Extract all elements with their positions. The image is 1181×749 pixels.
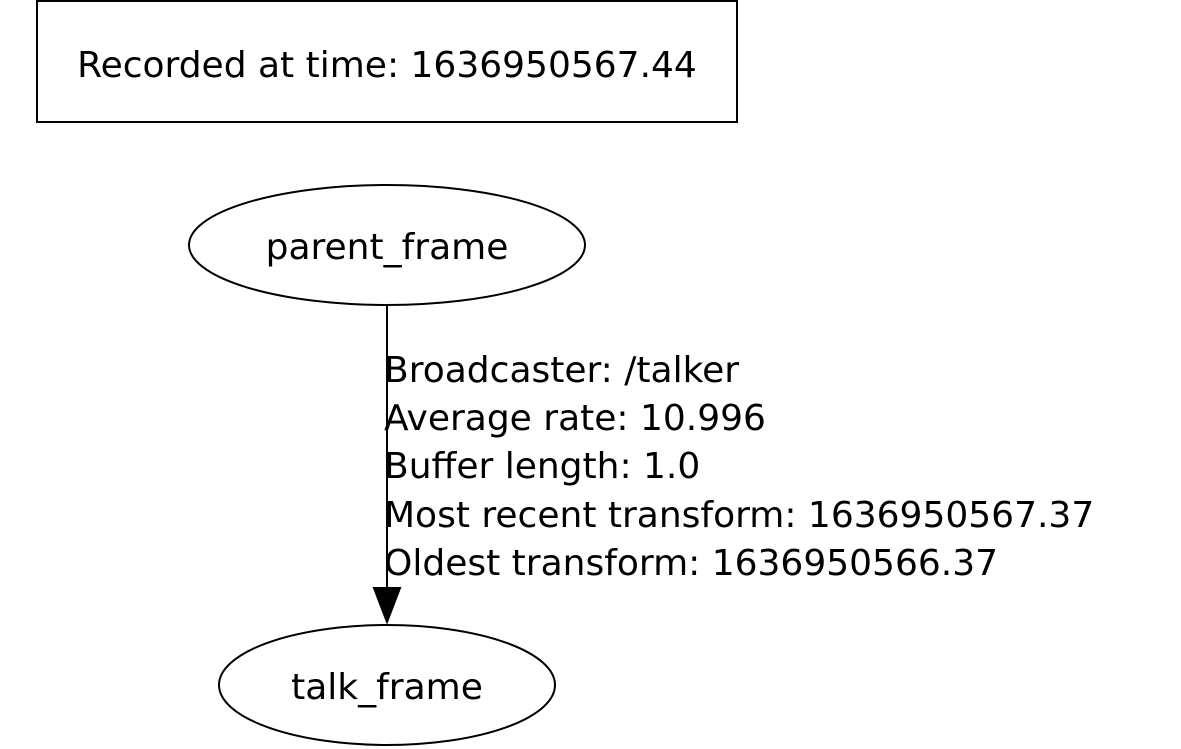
recorded-time-label: Recorded at time: 1636950567.44 (77, 45, 697, 86)
edge-label-broadcaster: Broadcaster: /talker (384, 350, 739, 391)
edge-label-average-rate: Average rate: 10.996 (384, 398, 766, 439)
edge-label-oldest-transform: Oldest transform: 1636950566.37 (384, 543, 998, 584)
edge-label-most-recent-transform: Most recent transform: 1636950567.37 (384, 495, 1094, 536)
node-talk-frame: talk_frame (218, 624, 556, 746)
edge-arrowhead (372, 587, 402, 625)
node-talk-frame-ellipse (218, 624, 556, 746)
edge-label-buffer-length: Buffer length: 1.0 (384, 446, 700, 487)
edge-parent-to-talk: Broadcaster: /talker Average rate: 10.99… (372, 305, 1094, 625)
node-talk-frame-label: talk_frame (291, 667, 483, 708)
recorded-time-frame (36, 0, 738, 123)
node-parent-frame: parent_frame (188, 184, 586, 306)
recorded-time-box: Recorded at time: 1636950567.44 (36, 0, 738, 123)
node-parent-frame-label: parent_frame (266, 227, 509, 268)
